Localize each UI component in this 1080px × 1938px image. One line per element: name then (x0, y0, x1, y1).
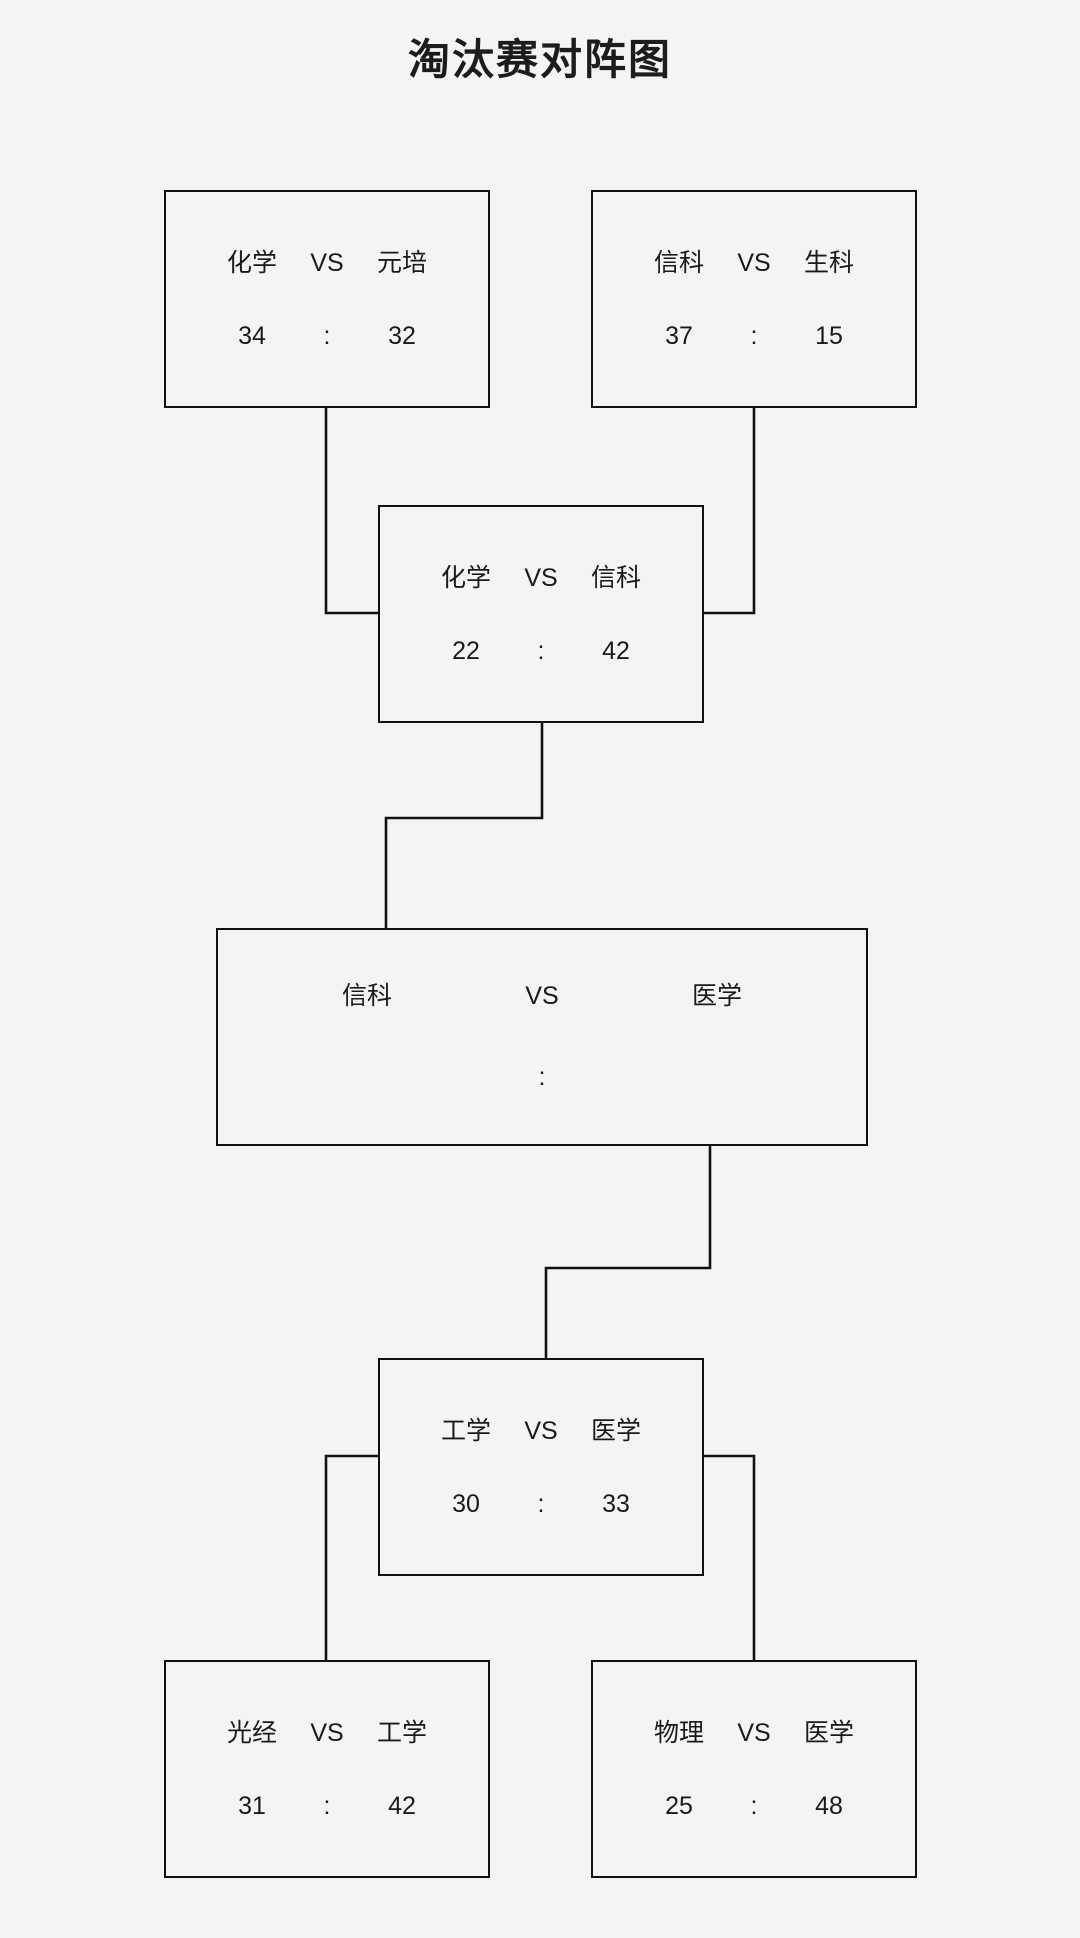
match-scores-row: 34 : 32 (166, 324, 488, 349)
match-scores-row: 37 : 15 (593, 324, 915, 349)
match-scores-row: 31 : 42 (166, 1794, 488, 1819)
match-teams-row: 光经 VS 工学 (166, 1719, 488, 1746)
score-separator: : (537, 1490, 545, 1518)
vs-label: VS (310, 249, 344, 277)
home-team-name: 信科 (653, 249, 704, 277)
vs-label: VS (524, 564, 558, 592)
home-team-name: 物理 (653, 1719, 704, 1747)
home-team-score: 25 (665, 1792, 693, 1820)
connector-r1m2-to-r2m1 (704, 407, 756, 615)
score-separator: : (323, 322, 331, 350)
match-teams-row: 工学 VS 医学 (380, 1417, 702, 1444)
home-team-score: 34 (238, 322, 266, 350)
score-separator: : (538, 1063, 546, 1091)
away-team-name: 工学 (376, 1719, 427, 1747)
home-team-name: 信科 (341, 982, 392, 1010)
home-team-name: 化学 (226, 249, 277, 277)
score-separator: : (750, 322, 758, 350)
home-team-score: 22 (452, 637, 480, 665)
score-separator: : (537, 637, 545, 665)
away-team-score: 32 (388, 322, 416, 350)
home-team-name: 化学 (440, 564, 491, 592)
match-teams-row: 物理 VS 医学 (593, 1719, 915, 1746)
match-teams-row: 化学 VS 信科 (380, 564, 702, 591)
score-separator: : (750, 1792, 758, 1820)
match-scores-row: : (218, 1065, 866, 1090)
vs-label: VS (525, 982, 559, 1010)
home-team-score: 30 (452, 1490, 480, 1518)
away-team-name: 信科 (590, 564, 641, 592)
match-box-r1-m1[interactable]: 化学 VS 元培 34 : 32 (164, 190, 490, 408)
match-teams-row: 信科 VS 医学 (218, 984, 866, 1009)
vs-label: VS (310, 1719, 344, 1747)
match-box-r1-m4[interactable]: 物理 VS 医学 25 : 48 (591, 1660, 917, 1878)
match-teams-row: 化学 VS 元培 (166, 249, 488, 276)
match-teams-row: 信科 VS 生科 (593, 249, 915, 276)
vs-label: VS (737, 1719, 771, 1747)
connector-r2m1-to-final (384, 722, 544, 928)
away-team-score: 15 (815, 322, 843, 350)
away-team-score: 42 (388, 1792, 416, 1820)
match-scores-row: 30 : 33 (380, 1492, 702, 1517)
connector-r2m2-to-r1m4 (704, 1454, 756, 1660)
match-box-r2-m1[interactable]: 化学 VS 信科 22 : 42 (378, 505, 704, 723)
away-team-score: 42 (602, 637, 630, 665)
match-box-r1-m3[interactable]: 光经 VS 工学 31 : 42 (164, 1660, 490, 1878)
home-team-name: 光经 (226, 1719, 277, 1747)
away-team-name: 医学 (691, 982, 742, 1010)
connector-final-to-r2m2 (544, 1146, 712, 1358)
match-scores-row: 22 : 42 (380, 639, 702, 664)
match-box-r1-m2[interactable]: 信科 VS 生科 37 : 15 (591, 190, 917, 408)
home-team-score: 31 (238, 1792, 266, 1820)
home-team-score: 37 (665, 322, 693, 350)
match-box-r2-m2[interactable]: 工学 VS 医学 30 : 33 (378, 1358, 704, 1576)
home-team-name: 工学 (440, 1417, 491, 1445)
match-box-final[interactable]: 信科 VS 医学 : (216, 928, 868, 1146)
away-team-name: 医学 (590, 1417, 641, 1445)
connector-r2m2-to-r1m3 (324, 1454, 378, 1660)
page-title: 淘汰赛对阵图 (407, 36, 672, 83)
away-team-score: 48 (815, 1792, 843, 1820)
match-scores-row: 25 : 48 (593, 1794, 915, 1819)
away-team-name: 元培 (376, 249, 427, 277)
connector-r1m1-to-r2m1 (324, 407, 378, 615)
vs-label: VS (737, 249, 771, 277)
vs-label: VS (524, 1417, 558, 1445)
away-team-score: 33 (602, 1490, 630, 1518)
away-team-name: 生科 (803, 249, 854, 277)
score-separator: : (323, 1792, 331, 1820)
away-team-name: 医学 (803, 1719, 854, 1747)
